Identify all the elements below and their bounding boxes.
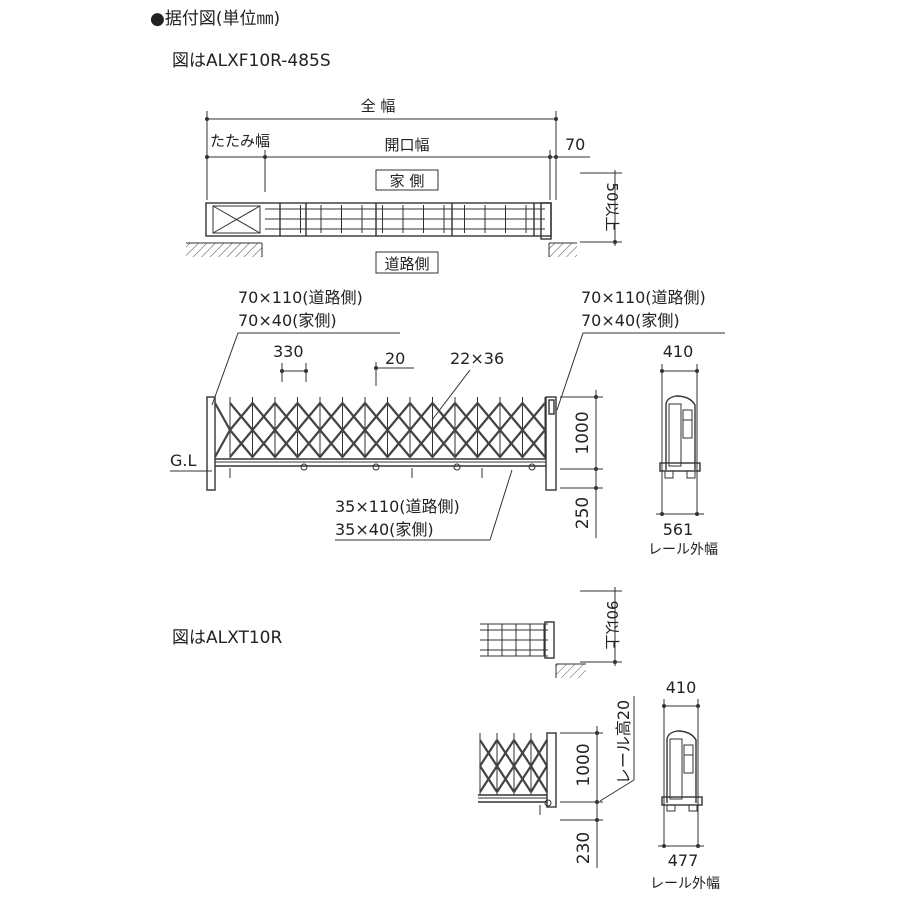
side1-dim-410: 410 [663,342,694,361]
lattice-bar [319,429,344,458]
lattice-bar [499,402,524,431]
lattice-bar [251,402,276,431]
lattice-bar [454,402,479,431]
road-side-label: 道路側 [384,255,429,273]
lattice-bar [229,402,254,431]
bottom-rail-line2: 35×40(家側) [335,520,434,539]
lattice-bar [521,429,546,458]
lattice-bar [409,402,434,431]
gl-label: G.L [170,451,196,470]
lattice-bar [499,429,524,458]
lattice-bar [274,402,299,431]
house-side-label: 家 側 [390,172,425,190]
post-right-line1: 70×110(道路側) [581,288,706,307]
plan-view-1: 全 幅 たたみ幅 開口幅 70 家 側 道路側 [186,97,622,274]
side2-dim-477: 477 [668,851,699,870]
lattice-bar [341,402,366,431]
fold-width-label: たたみ幅 [210,132,270,150]
lattice2-bar [530,739,548,767]
front-elevation-2: 1000 230 レール高20 [478,696,635,868]
opening-width-label: 開口幅 [384,136,429,154]
page-heading: ●据付図(単位㎜) [150,9,280,29]
lattice2-bar [496,765,515,793]
lattice-bar [274,429,299,458]
dim-90-label: 90以上 [603,600,621,649]
bottom-rail-line1: 35×110(道路側) [335,497,460,516]
front-elevation-1: 70×110(道路側) 70×40(家側) 70×110(道路側) 70×40(… [170,288,725,541]
lattice-bar [476,429,501,458]
lattice-bar [454,429,479,458]
model2-label: 図はALXT10R [172,628,282,648]
lattice-bar [214,429,231,458]
lattice-bar [476,402,501,431]
lattice2-bar [513,739,532,767]
dim-70-label: 70 [565,135,585,154]
lattice-size-label: 22×36 [450,349,504,368]
lattice-bar [251,429,276,458]
side2-rail-width: レール外幅 [650,876,720,892]
lattice-bar [431,402,456,431]
post-right-line2: 70×40(家側) [581,311,680,330]
lattice2-bar [479,739,498,767]
lattice-bar [296,402,321,431]
post-left-line1: 70×110(道路側) [238,288,363,307]
dim2-230-label: 230 [574,832,594,864]
side1-rail-width: レール外幅 [648,542,718,558]
lattice-bar [521,402,546,431]
lattice2-bar [496,739,515,767]
lattice2-bar [513,765,532,793]
side2-dim-410: 410 [666,678,697,697]
post-left-line2: 70×40(家側) [238,311,337,330]
dim-20-label: 20 [385,349,405,368]
lattice2-bar [479,765,498,793]
lattice-bar [409,429,434,458]
lattice-bar [341,429,366,458]
lattice-bar [296,429,321,458]
lattice2-bar [530,765,548,793]
side1-dim-561: 561 [663,520,694,539]
dim-1000-label: 1000 [573,411,593,454]
plan-view-2: 90以上 [480,587,622,678]
lattice-bar [229,429,254,458]
lattice-bar [319,402,344,431]
lattice-bar [386,402,411,431]
dim2-1000-label: 1000 [574,743,594,786]
lattice-bar [431,429,456,458]
overall-width-label: 全 幅 [361,97,396,115]
lattice-bar [364,429,389,458]
lattice-bar [214,402,231,431]
dim-50-label: 50以上 [603,182,621,231]
side-view-2: 410 477 レール外幅 [650,678,720,892]
dim-250-label: 250 [573,497,593,529]
lattice-bar [386,429,411,458]
lattice-bar [364,402,389,431]
model1-label: 図はALXF10R-485S [172,51,331,71]
side-view-1: 410 561 レール外幅 [648,342,718,558]
dim-330-label: 330 [273,342,304,361]
rail-height-label: レール高20 [614,700,633,784]
